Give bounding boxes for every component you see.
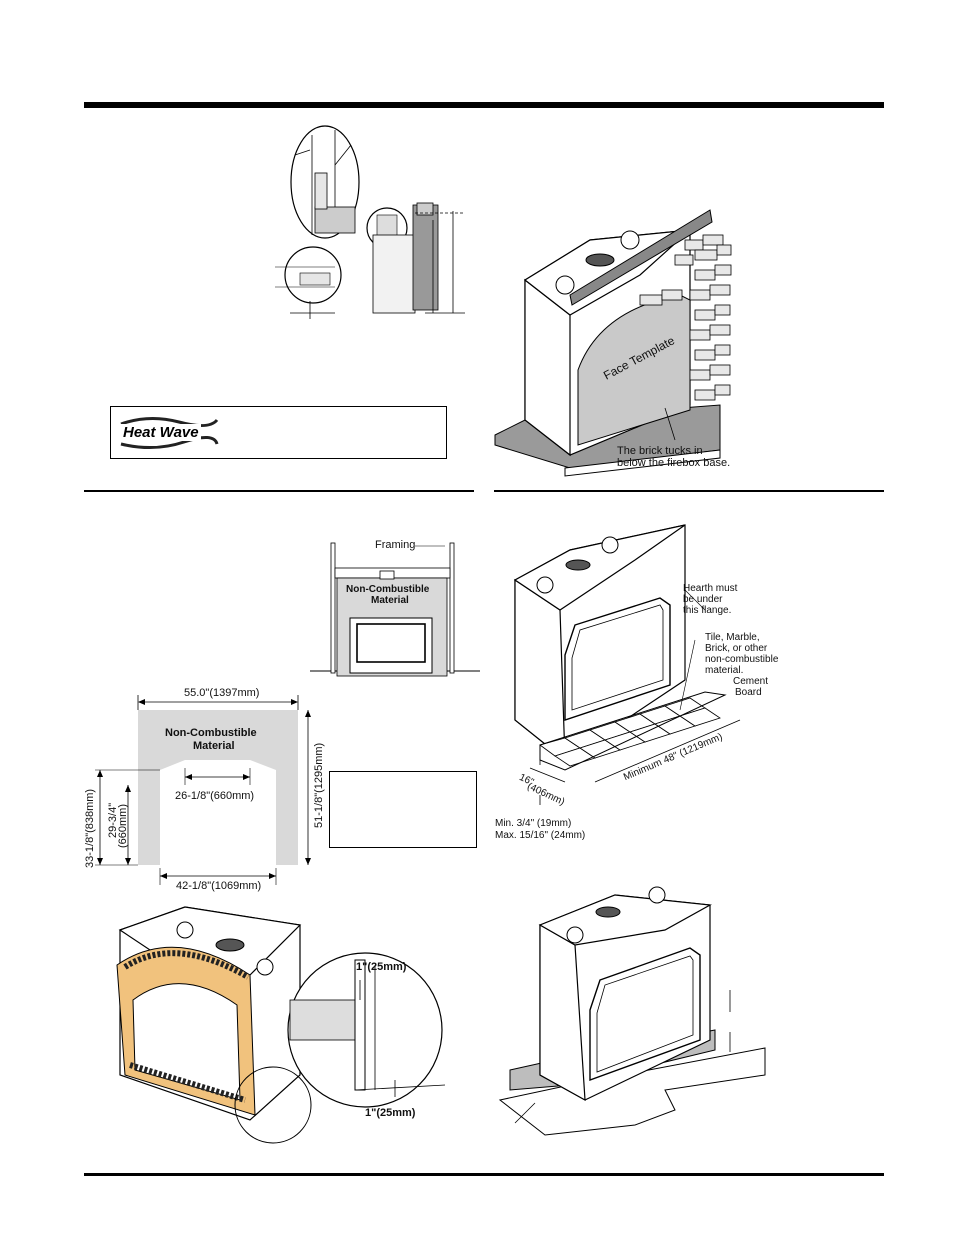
dim-bottom-width: 42-1/8"(1069mm) (176, 880, 262, 892)
section-rule-left (84, 490, 474, 492)
tile-note-1: Tile, Marble, (705, 632, 760, 643)
clearance-top-label: 1"(25mm) (356, 961, 407, 973)
top-rule (84, 102, 884, 108)
cement-note-1: Cement (733, 676, 769, 687)
section-rule-right (494, 490, 884, 492)
framing-label: Framing (375, 539, 416, 551)
tile-note-3: non-combustible (705, 654, 779, 665)
dim-left-outer-height: 33-1/8"(838mm) (84, 788, 96, 868)
note-box (329, 771, 477, 848)
side-section-figure (275, 125, 465, 319)
dim-material-line1: Non-Combustible (165, 727, 257, 739)
brand-logo-box: Heat Wave (110, 406, 447, 459)
thickness-min: Min. 3/4" (19mm) (495, 818, 572, 829)
brick-callout-line1: The brick tucks in (617, 445, 703, 457)
dim-material-line2: Material (193, 740, 235, 752)
bottom-rule (84, 1173, 884, 1176)
framing-material-line2: Material (371, 595, 409, 606)
hearth-figure (513, 524, 741, 805)
thickness-max: Max. 15/16" (24mm) (495, 830, 586, 841)
dim-top-width: 55.0"(1397mm) (184, 687, 260, 699)
brand-logo-text: Heat Wave (121, 424, 201, 441)
dim-right-height: 51-1/8"(1295mm) (313, 742, 325, 828)
brick-callout-line2: below the firebox base. (617, 457, 731, 469)
hearth-note-1: Hearth must (683, 583, 738, 594)
cement-note-2: Board (735, 687, 762, 698)
brand-logo-swoosh (120, 417, 219, 450)
surround-clearance-figure (116, 906, 446, 1144)
framing-front-figure (310, 542, 480, 677)
clearance-bottom-label: 1"(25mm) (365, 1107, 416, 1119)
raised-hearth-figure (498, 886, 766, 1136)
dim-left-inner-height-b: (660mm) (117, 803, 129, 848)
dim-opening-width: 26-1/8"(660mm) (175, 790, 255, 802)
tile-note-2: Brick, or other (705, 643, 768, 654)
tile-note-4: material. (705, 665, 744, 676)
surround-dimension-figure (95, 695, 311, 885)
face-template-figure (494, 209, 732, 477)
hearth-note-3: this flange. (683, 605, 732, 616)
framing-material-line1: Non-Combustible (346, 584, 430, 595)
hearth-note-2: be under (683, 594, 723, 605)
